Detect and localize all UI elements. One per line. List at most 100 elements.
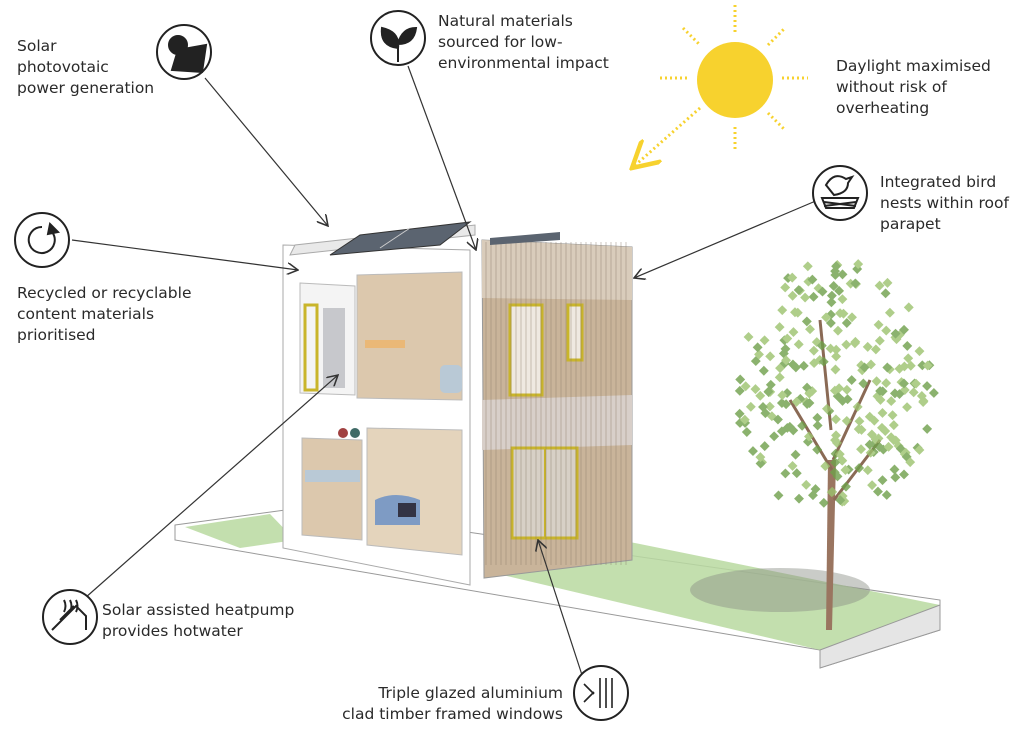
tree-leaf — [790, 449, 801, 460]
tree-leaf — [870, 434, 881, 445]
tree-leaf — [858, 378, 869, 389]
tree-leaf — [908, 387, 919, 398]
tree-leaf — [888, 420, 899, 431]
tree-leaf — [800, 292, 811, 303]
tree-leaf — [745, 401, 756, 412]
tree-leaf — [797, 420, 808, 431]
tree-leaf — [917, 360, 928, 371]
tree-leaf — [830, 414, 841, 425]
tree-leaf — [830, 364, 841, 375]
tree-leaf — [804, 388, 815, 399]
tree-leaf — [874, 280, 885, 291]
tree-leaf — [765, 351, 776, 362]
tree-leaf — [871, 376, 882, 387]
leaf-icon — [370, 10, 426, 66]
tree-leaf — [894, 363, 905, 374]
tree-leaf — [787, 290, 798, 301]
tree-leaf — [867, 480, 878, 491]
tree-leaf — [812, 420, 823, 431]
tree-leaf — [837, 395, 848, 406]
tree-leaf — [826, 297, 837, 308]
label-daylight: Daylight maximised without risk of overh… — [836, 57, 991, 117]
tree-leaf — [899, 469, 909, 480]
tree-leaf — [850, 336, 861, 347]
tree-leaf — [841, 384, 852, 395]
tree-leaf — [850, 278, 861, 289]
label-bird-nests: Integrated bird nests within roof parape… — [880, 173, 1009, 233]
tree-leaf — [882, 277, 893, 288]
tree-leaf — [865, 447, 876, 458]
tree-leaf — [805, 324, 815, 335]
tree-leaf — [755, 452, 766, 463]
heatpump-icon — [42, 589, 98, 645]
tree-leaf — [776, 426, 787, 437]
tree-leaf — [781, 355, 791, 366]
tree-leaf — [841, 415, 852, 426]
tree-leaf — [847, 312, 857, 323]
tree-leaf — [902, 340, 913, 351]
tree-leaf — [750, 356, 761, 367]
tree-leaf — [739, 414, 750, 425]
tree-leaf — [873, 486, 883, 497]
tree-leaf — [853, 424, 864, 435]
tree-leaf — [826, 290, 837, 301]
tree-leaf — [787, 272, 798, 283]
tree-leaf — [743, 332, 754, 342]
tree-leaf — [886, 396, 897, 407]
tree-leaf — [810, 484, 821, 495]
tree-leaf — [854, 463, 865, 473]
tree-leaf — [864, 439, 875, 450]
tree-leaf — [852, 401, 863, 412]
tree-leaf — [748, 446, 758, 457]
tree-leaf — [882, 362, 893, 373]
tree-leaf — [829, 467, 840, 478]
tree-leaf — [812, 444, 823, 455]
tree-leaf — [834, 383, 845, 394]
tree-leaf — [905, 457, 916, 468]
tree-leaf — [801, 316, 812, 327]
tree-leaf — [834, 285, 845, 296]
tree-leaf — [922, 360, 933, 371]
window-glazing-icon — [573, 665, 629, 721]
sun — [632, 5, 808, 168]
tree-leaf — [782, 333, 793, 344]
tree-leaf — [769, 431, 780, 442]
tree-leaf — [741, 427, 752, 437]
tree-leaf — [875, 394, 886, 405]
tree-leaf — [928, 388, 939, 398]
tree-leaf — [831, 351, 842, 362]
tree-leaf — [759, 335, 770, 346]
tree-leaf — [788, 425, 799, 436]
tree-leaf — [765, 379, 776, 390]
label-windows: Triple glazed aluminium clad timber fram… — [342, 684, 563, 723]
tree-leaf — [899, 324, 909, 335]
tree-leaf — [798, 360, 809, 371]
tree — [734, 259, 939, 630]
tree-leaf — [758, 402, 768, 412]
tree-leaf — [854, 416, 865, 427]
tree-leaf — [808, 291, 819, 302]
house-section — [282, 221, 476, 586]
tree-leaf — [804, 398, 815, 408]
tree-leaf — [752, 342, 763, 353]
tree-leaf — [833, 325, 843, 336]
tree-leaf — [788, 327, 799, 338]
tree-leaf — [830, 457, 841, 468]
tree-leaf — [817, 286, 828, 297]
tree-leaf — [902, 402, 913, 413]
tree-leaf — [774, 372, 785, 383]
tree-leaf — [774, 322, 785, 333]
tree-leaf — [790, 307, 800, 318]
tree-leaf — [835, 308, 846, 319]
tree-leaf — [773, 414, 783, 425]
tree-leaf — [887, 410, 898, 421]
label-solar: Solar photovotaic power generation — [17, 37, 155, 97]
tree-leaf — [903, 302, 914, 313]
tree-leaf — [787, 460, 798, 471]
tree-leaf — [862, 465, 873, 476]
tree-leaf — [914, 346, 925, 357]
tree-leaf — [831, 261, 842, 272]
tree-leaf — [911, 378, 921, 389]
tree-leaf — [820, 461, 831, 472]
tree-leaf — [856, 444, 866, 455]
